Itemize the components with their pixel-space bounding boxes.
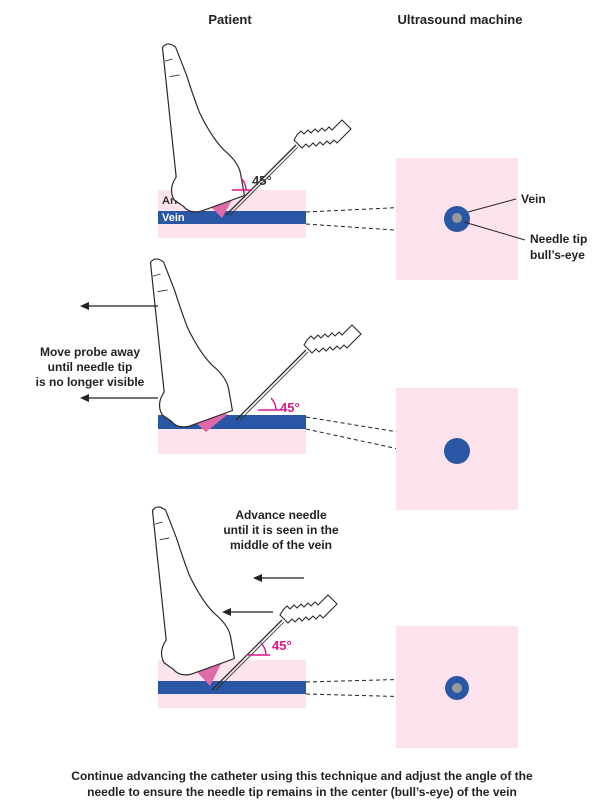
move-probe-line3: is no longer visible — [20, 375, 160, 390]
vein-label: Vein — [162, 212, 185, 224]
vein-cross-section — [444, 438, 470, 464]
advance-arrow-top-head — [253, 574, 262, 582]
ultrasound-probe — [134, 250, 234, 430]
vein-band — [158, 681, 306, 694]
move-probe-line1: Move probe away — [20, 345, 160, 360]
move-probe-instruction: Move probe away until needle tip is no l… — [20, 345, 160, 390]
caption: Continue advancing the catheter using th… — [20, 768, 584, 800]
needle-tip-dot — [452, 213, 462, 223]
move-arrow-bottom-head — [80, 394, 89, 402]
panel-1: Arm Vein 45° Vein Needle tip bull’s-eye — [146, 35, 587, 280]
advance-needle-line2: until it is seen in the — [196, 523, 366, 538]
angle-marker — [248, 643, 270, 655]
angle-marker — [258, 398, 282, 410]
vein-pointer-label: Vein — [521, 192, 546, 206]
needle-tip-label-line1: Needle tip — [530, 232, 587, 246]
needle-tip-dot — [452, 683, 462, 693]
advance-needle-line1: Advance needle — [196, 508, 366, 523]
angle-label: 45° — [252, 173, 272, 188]
ultrasound-probe — [146, 35, 246, 215]
advance-needle-instruction: Advance needle until it is seen in the m… — [196, 508, 366, 553]
advance-arrow-bottom-head — [222, 608, 231, 616]
move-arrow-top-head — [80, 302, 89, 310]
angle-label: 45° — [280, 400, 300, 415]
move-probe-line2: until needle tip — [20, 360, 160, 375]
needle-tip-label-line2: bull’s-eye — [530, 248, 585, 262]
angle-label: 45° — [272, 638, 292, 653]
caption-line2: needle to ensure the needle tip remains … — [20, 784, 584, 800]
caption-line1: Continue advancing the catheter using th… — [20, 768, 584, 784]
advance-needle-line3: middle of the vein — [196, 538, 366, 553]
